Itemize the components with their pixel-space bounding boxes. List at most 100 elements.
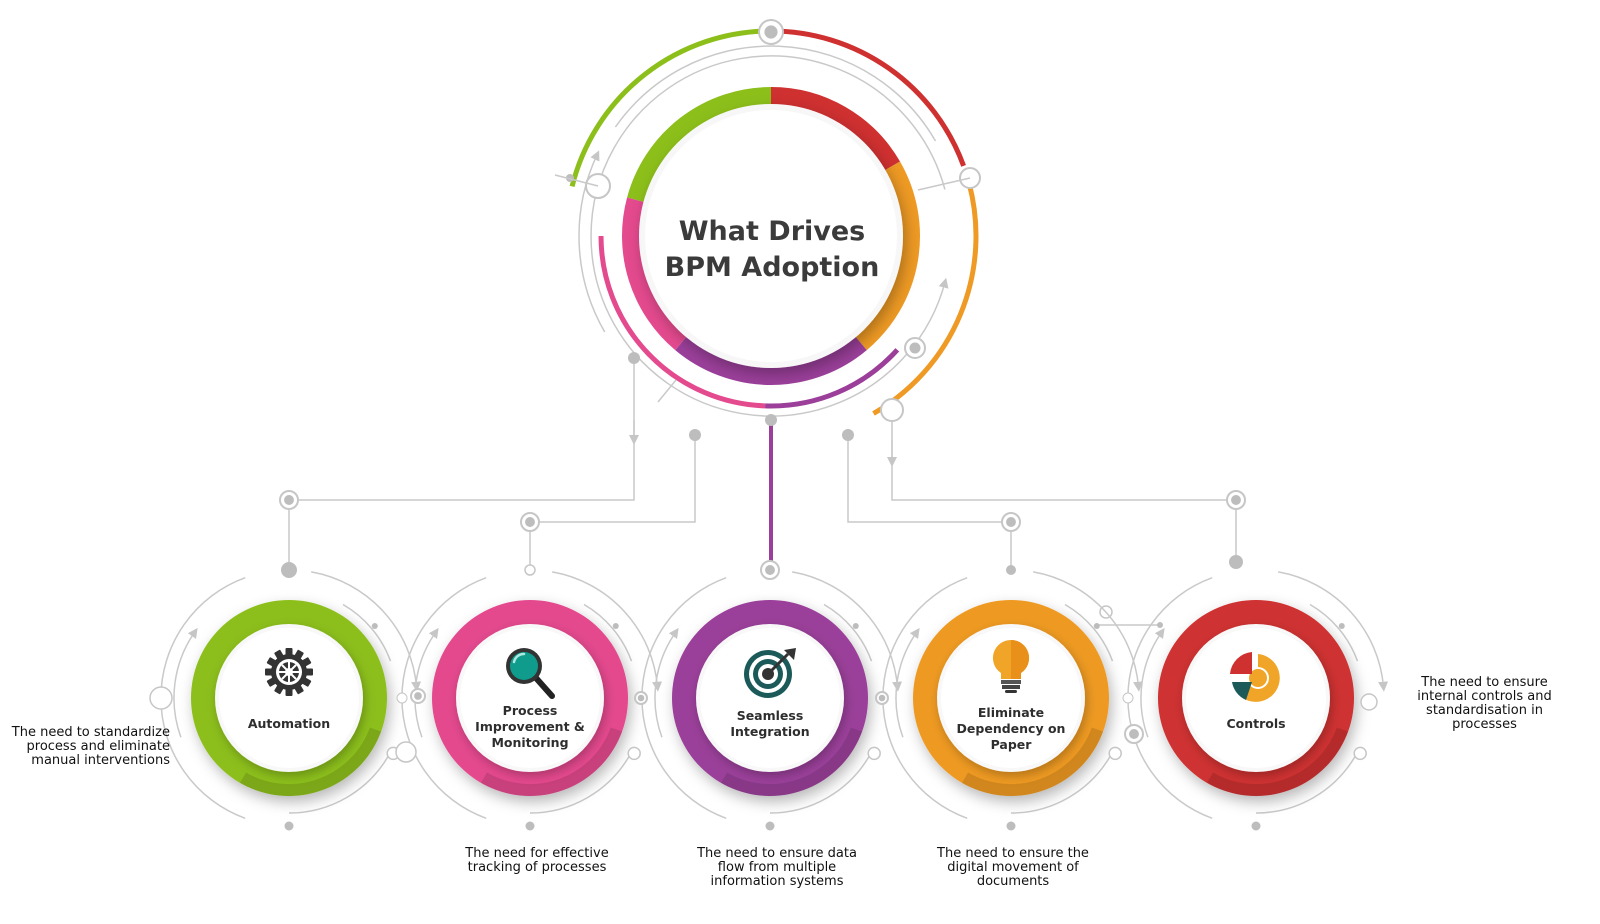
description-line: process and eliminate: [26, 739, 170, 754]
driver-nodes: [149, 571, 1389, 831]
hub-tick: [554, 174, 599, 187]
description-line: The need for effective: [465, 846, 609, 861]
seamless-integration-label: Seamless Integration: [695, 708, 845, 740]
orbit-node-large: [149, 686, 173, 710]
diagram-title: What Drives BPM Adoption: [640, 190, 904, 310]
orbit-node-ring-core: [637, 694, 645, 702]
connector-dot: [612, 623, 619, 630]
description-line: information systems: [710, 874, 844, 889]
orbit-ring: [552, 571, 663, 692]
description-line: flow from multiple: [717, 860, 837, 875]
process-top-node-core: [525, 517, 535, 527]
eliminate-paper-node: [877, 571, 1144, 831]
orbit-node: [867, 746, 881, 761]
connector-dot: [1006, 565, 1016, 575]
hub-bottom-right-node-core: [909, 342, 921, 354]
connector-dot: [1229, 555, 1243, 569]
hub-tick: [657, 379, 677, 403]
hub-disc-face: [645, 110, 897, 362]
node-shade: [481, 727, 623, 797]
lightbulb-icon: [983, 638, 1039, 694]
orbit-ring: [654, 627, 679, 738]
process-top-small: [524, 564, 536, 576]
node-shade: [240, 727, 382, 797]
description-line: internal controls and: [1417, 689, 1552, 704]
orbit-node-large: [395, 741, 417, 763]
process-improvement-label-line: Process: [502, 703, 558, 718]
connector-lines: [279, 358, 1246, 628]
connector-dot: [1157, 622, 1163, 628]
hub-ring-red: [770, 87, 901, 173]
orbit-ring: [1010, 755, 1112, 814]
node-white-face: [941, 628, 1081, 768]
description-line: standardisation in: [1426, 703, 1543, 718]
connector-dot: [1006, 821, 1016, 831]
node-shade: [721, 727, 863, 797]
hub-dot: [689, 429, 701, 441]
process-improvement-label-line: Monitoring: [491, 735, 569, 750]
orbit-ring: [1255, 755, 1357, 814]
connector-dot: [525, 821, 535, 831]
node-shade: [962, 727, 1104, 797]
connector-dot: [1122, 692, 1134, 704]
connector-dot: [1338, 623, 1345, 630]
orbit-ring: [311, 571, 422, 692]
description-line: The need to ensure: [1421, 675, 1548, 690]
outer-ring-green-segment: [569, 28, 772, 188]
orbit-node: [627, 746, 641, 761]
process-improvement-label-line: Improvement &: [475, 719, 585, 734]
orbit-ring: [1064, 603, 1114, 662]
connector-dot: [765, 821, 775, 831]
orbit-ring: [1033, 571, 1144, 692]
process-improvement-node: [396, 571, 663, 831]
thin-ring: [578, 150, 606, 333]
connector-process: [529, 435, 696, 570]
hub-ring-purple: [675, 333, 867, 385]
connector-dot: [852, 623, 859, 630]
hub-ring-orange: [852, 161, 920, 351]
automation-top-node-core: [284, 495, 294, 505]
thin-ring: [590, 55, 949, 417]
orbit-ring: [823, 603, 873, 662]
hub-dot: [628, 352, 640, 364]
target-icon: [742, 644, 798, 700]
mid-ring-purple-segment: [765, 348, 900, 409]
controls-label: Controls: [1181, 716, 1331, 732]
connector-eliminate: [847, 435, 1012, 570]
orbit-node-ring-core: [878, 694, 886, 702]
hub-tick: [917, 177, 971, 191]
connector-automation: [288, 358, 635, 570]
orbit-ring: [1309, 603, 1359, 662]
connector-dot: [284, 821, 294, 831]
central-hub: [554, 19, 981, 441]
orbit-node: [1353, 746, 1367, 761]
automation-description: The need to standardize process and elim…: [0, 726, 170, 768]
orbit-ring: [414, 627, 439, 738]
seamless-integration-label-line: Seamless: [736, 708, 804, 723]
automation-label-line: Automation: [247, 716, 331, 731]
connector-dot: [1251, 821, 1261, 831]
orbit-node: [1108, 746, 1122, 761]
seamless-integration-node: [636, 571, 903, 831]
outer-ring-orange-segment: [872, 182, 979, 416]
thin-ring: [614, 45, 937, 142]
orbit-ring: [792, 571, 903, 692]
description-line: The need to ensure the: [937, 846, 1089, 861]
connector-dot: [281, 562, 297, 578]
connector-dot: [396, 692, 408, 704]
node-white-face: [460, 628, 600, 768]
orbit-ring: [769, 755, 871, 814]
outer-ring-red-segment: [770, 28, 966, 167]
connector-dot: [1093, 623, 1100, 630]
process-improvement-label: Process Improvement & Monitoring: [455, 703, 605, 751]
automation-node: [155, 571, 422, 831]
seamless-integration-label-line: Integration: [730, 724, 810, 739]
orbit-ring: [583, 603, 633, 662]
eliminate-paper-label-line: Dependency on: [956, 721, 1066, 736]
connector-dot: [371, 623, 378, 630]
controls-label-line: Controls: [1226, 716, 1286, 731]
process-improvement-description: The need for effective tracking of proce…: [437, 847, 637, 875]
orbit-ring: [529, 755, 631, 814]
orbit-node-ring-core: [414, 692, 422, 700]
